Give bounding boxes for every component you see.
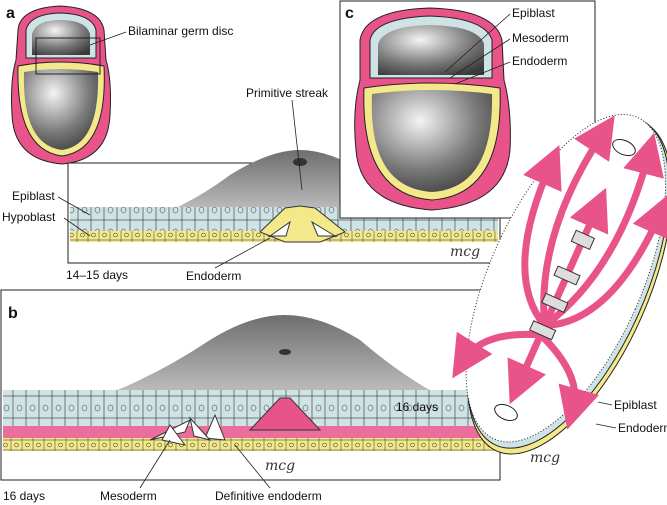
leader-line <box>449 38 511 79</box>
epiblast-label-c: Epiblast <box>512 6 555 20</box>
panel-c-embryo <box>339 0 596 219</box>
mesoderm-label-c: Mesoderm <box>512 31 569 45</box>
leader-line <box>63 217 91 237</box>
leader-line <box>597 401 613 406</box>
leader-line <box>57 196 91 216</box>
hypoblast-label: Hypoblast <box>2 210 56 224</box>
signature-b: mcg <box>265 458 295 474</box>
age-label-a: 14–15 days <box>66 268 128 282</box>
leader-line <box>139 439 171 489</box>
signature-a: mcg <box>450 244 480 260</box>
age-label-b: 16 days <box>3 489 45 503</box>
panel-b-detail <box>0 289 501 481</box>
panel-b-letter: b <box>8 305 18 322</box>
leader-line <box>444 13 511 73</box>
primitive-streak <box>528 229 596 341</box>
leader-line <box>234 444 271 489</box>
leader-line <box>595 423 617 429</box>
leader-line <box>454 61 511 85</box>
leader-line <box>89 31 127 46</box>
disc-endoderm-label: Endoderm <box>618 421 667 435</box>
bilaminar-germ-disc-label: Bilaminar germ disc <box>128 24 233 38</box>
endoderm-label-a: Endoderm <box>186 269 241 283</box>
age-label-c: 16 days <box>396 400 438 414</box>
leader-line <box>291 99 303 191</box>
panel-a-letter: a <box>6 5 15 22</box>
primitive-streak-label: Primitive streak <box>246 86 329 100</box>
leader-line <box>214 237 271 269</box>
embryonic-disc-dorsal-view <box>452 113 667 455</box>
signature-c: mcg <box>530 450 560 466</box>
panel-a-overview-embryo <box>11 5 111 165</box>
panel-c-letter: c <box>345 5 354 22</box>
disc-epiblast-label: Epiblast <box>614 398 657 412</box>
definitive-endoderm-label: Definitive endoderm <box>215 489 322 503</box>
mesoderm-label-b: Mesoderm <box>100 489 157 503</box>
endoderm-label-c: Endoderm <box>512 54 567 68</box>
epiblast-label-a: Epiblast <box>12 189 55 203</box>
